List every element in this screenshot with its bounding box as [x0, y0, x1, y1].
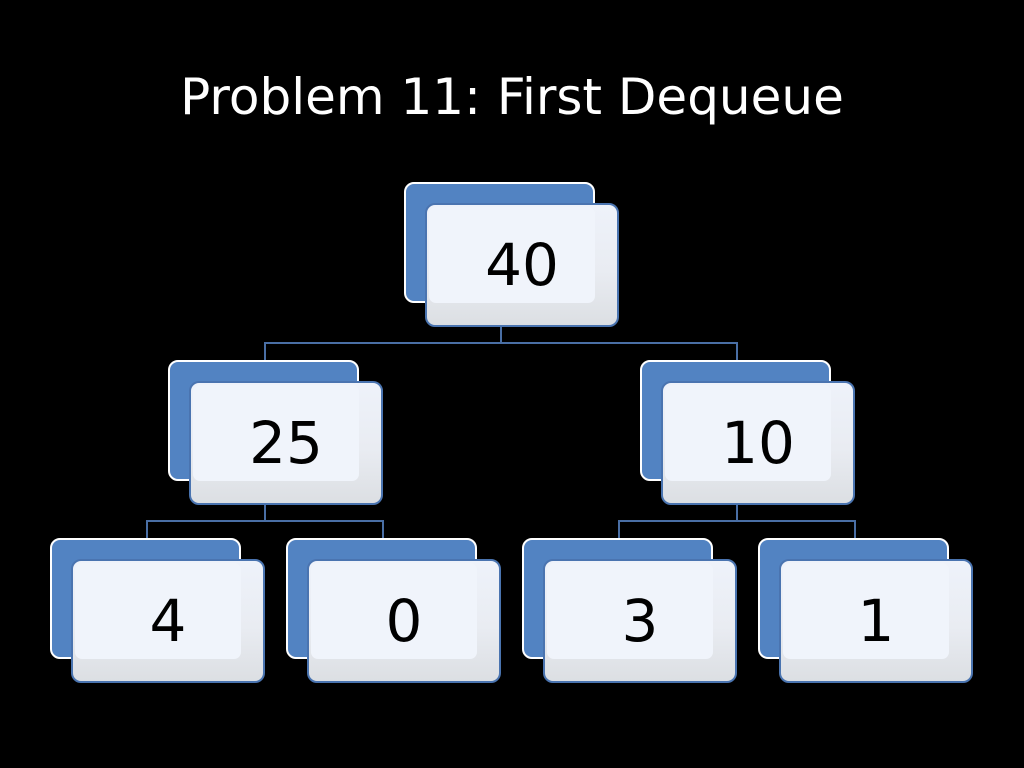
connector-left-right	[265, 520, 384, 540]
tree-node-right-left: 3	[522, 538, 737, 683]
tree-node-root: 40	[404, 182, 619, 327]
connector-right-right	[737, 520, 856, 540]
node-front-shape	[661, 381, 855, 505]
node-front-shape	[779, 559, 973, 683]
node-value: 25	[249, 409, 323, 477]
connector-root-children	[264, 326, 502, 362]
connector-left-children	[146, 503, 266, 540]
node-value: 0	[385, 587, 423, 655]
node-front-shape	[307, 559, 501, 683]
node-front-shape	[189, 381, 383, 505]
tree-node-left-left: 4	[50, 538, 265, 683]
node-value: 40	[485, 231, 559, 299]
connector-right-children	[618, 503, 738, 540]
node-front-shape	[425, 203, 619, 327]
connector-root-right	[501, 342, 738, 362]
tree-node-left: 25	[168, 360, 383, 505]
node-value: 1	[857, 587, 895, 655]
node-value: 10	[721, 409, 795, 477]
tree-node-left-right: 0	[286, 538, 501, 683]
node-value: 3	[621, 587, 659, 655]
node-front-shape	[71, 559, 265, 683]
node-value: 4	[149, 587, 187, 655]
slide-title: Problem 11: First Dequeue	[180, 68, 844, 126]
tree-node-right: 10	[640, 360, 855, 505]
node-front-shape	[543, 559, 737, 683]
tree-node-right-right: 1	[758, 538, 973, 683]
